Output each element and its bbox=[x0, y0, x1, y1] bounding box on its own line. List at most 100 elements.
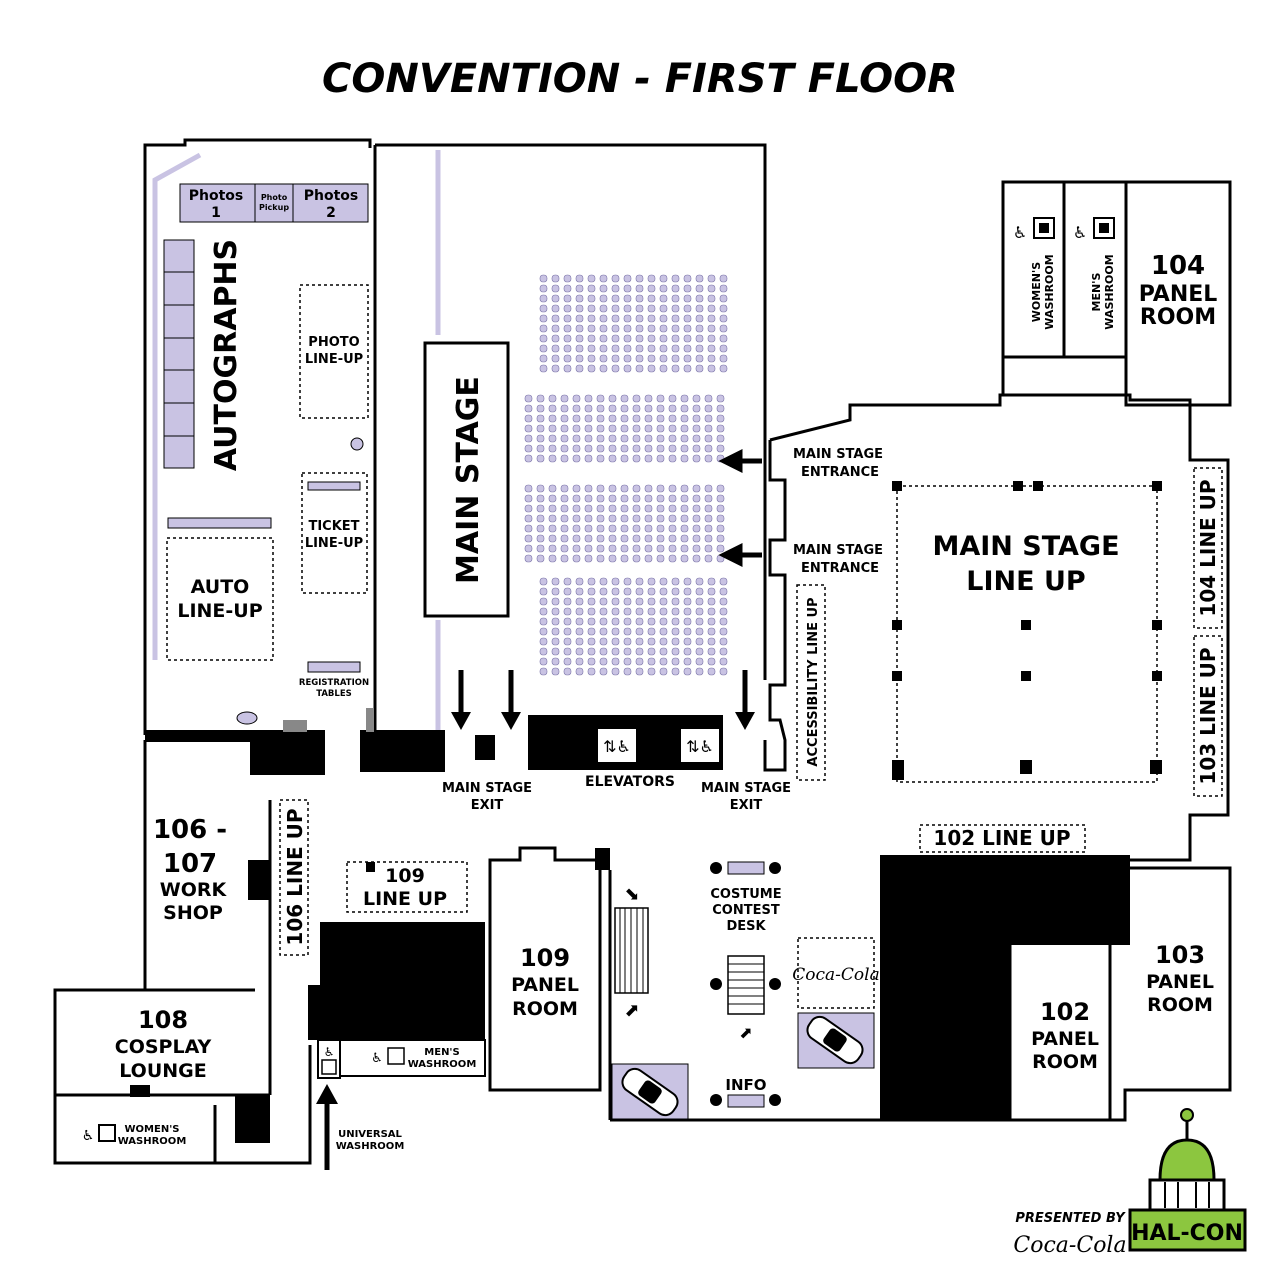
seat bbox=[563, 647, 572, 656]
seat bbox=[539, 637, 548, 646]
seat bbox=[620, 494, 629, 503]
seat bbox=[635, 304, 644, 313]
seat bbox=[563, 294, 572, 303]
seat bbox=[560, 554, 569, 563]
seat bbox=[671, 637, 680, 646]
stairs[interactable]: ⬈ bbox=[710, 955, 781, 1042]
seat bbox=[599, 647, 608, 656]
seat bbox=[620, 414, 629, 423]
seat bbox=[539, 324, 548, 333]
seat bbox=[671, 284, 680, 293]
seat bbox=[680, 524, 689, 533]
seat bbox=[539, 627, 548, 636]
seat bbox=[647, 294, 656, 303]
seat bbox=[671, 667, 680, 676]
seat bbox=[692, 504, 701, 513]
accessible-icon: ♿ bbox=[1013, 223, 1027, 242]
seat bbox=[599, 274, 608, 283]
seat bbox=[548, 434, 557, 443]
seat bbox=[623, 334, 632, 343]
seat bbox=[548, 404, 557, 413]
seat bbox=[635, 314, 644, 323]
seat bbox=[683, 344, 692, 353]
seat bbox=[620, 424, 629, 433]
seat bbox=[599, 284, 608, 293]
seat bbox=[707, 294, 716, 303]
seat bbox=[620, 514, 629, 523]
svg-text:103 LINE UP: 103 LINE UP bbox=[1196, 647, 1220, 784]
seat bbox=[659, 324, 668, 333]
seat bbox=[644, 394, 653, 403]
seat bbox=[707, 657, 716, 666]
seat bbox=[680, 444, 689, 453]
seat bbox=[599, 637, 608, 646]
seat bbox=[623, 274, 632, 283]
seat bbox=[659, 647, 668, 656]
elevator-icon[interactable]: ⇅♿ ⇅♿ bbox=[596, 727, 721, 764]
svg-text:⇅♿: ⇅♿ bbox=[603, 737, 631, 756]
seat bbox=[656, 544, 665, 553]
seat bbox=[551, 284, 560, 293]
autograph-tables[interactable] bbox=[163, 239, 195, 469]
seat bbox=[536, 494, 545, 503]
seat bbox=[695, 364, 704, 373]
seat bbox=[575, 657, 584, 666]
seat bbox=[635, 294, 644, 303]
seat bbox=[704, 414, 713, 423]
seat bbox=[611, 597, 620, 606]
seat bbox=[632, 484, 641, 493]
main-stage[interactable]: MAIN STAGE bbox=[423, 341, 510, 618]
womens-washroom-top[interactable]: ♿ WOMEN'SWASHROOM bbox=[1013, 217, 1056, 330]
seat bbox=[572, 394, 581, 403]
line-up-102: 102 LINE UP bbox=[919, 824, 1086, 853]
seat bbox=[596, 554, 605, 563]
seat bbox=[623, 294, 632, 303]
seat bbox=[683, 587, 692, 596]
seat bbox=[632, 414, 641, 423]
seat bbox=[575, 637, 584, 646]
seat bbox=[536, 454, 545, 463]
seat bbox=[692, 494, 701, 503]
seat bbox=[560, 414, 569, 423]
seat bbox=[683, 274, 692, 283]
seat bbox=[524, 524, 533, 533]
seat bbox=[563, 667, 572, 676]
seat bbox=[692, 414, 701, 423]
seat bbox=[671, 647, 680, 656]
elevators-label: ELEVATORS bbox=[585, 774, 675, 790]
mens-washroom-top[interactable]: ♿ MEN'SWASHROOM bbox=[1073, 217, 1116, 330]
seat bbox=[623, 657, 632, 666]
seat bbox=[668, 554, 677, 563]
seat bbox=[572, 404, 581, 413]
info-desk[interactable]: INFO bbox=[710, 1076, 781, 1108]
seat bbox=[575, 627, 584, 636]
seat bbox=[611, 587, 620, 596]
seat bbox=[719, 667, 728, 676]
seat bbox=[548, 414, 557, 423]
seat bbox=[575, 577, 584, 586]
escalator[interactable]: ⬊ ⬈ bbox=[614, 884, 649, 1021]
svg-text:104 LINE UP: 104 LINE UP bbox=[1196, 479, 1220, 616]
seat bbox=[659, 294, 668, 303]
seat bbox=[668, 444, 677, 453]
seat bbox=[560, 434, 569, 443]
seat bbox=[659, 617, 668, 626]
seat bbox=[635, 324, 644, 333]
seat bbox=[647, 324, 656, 333]
